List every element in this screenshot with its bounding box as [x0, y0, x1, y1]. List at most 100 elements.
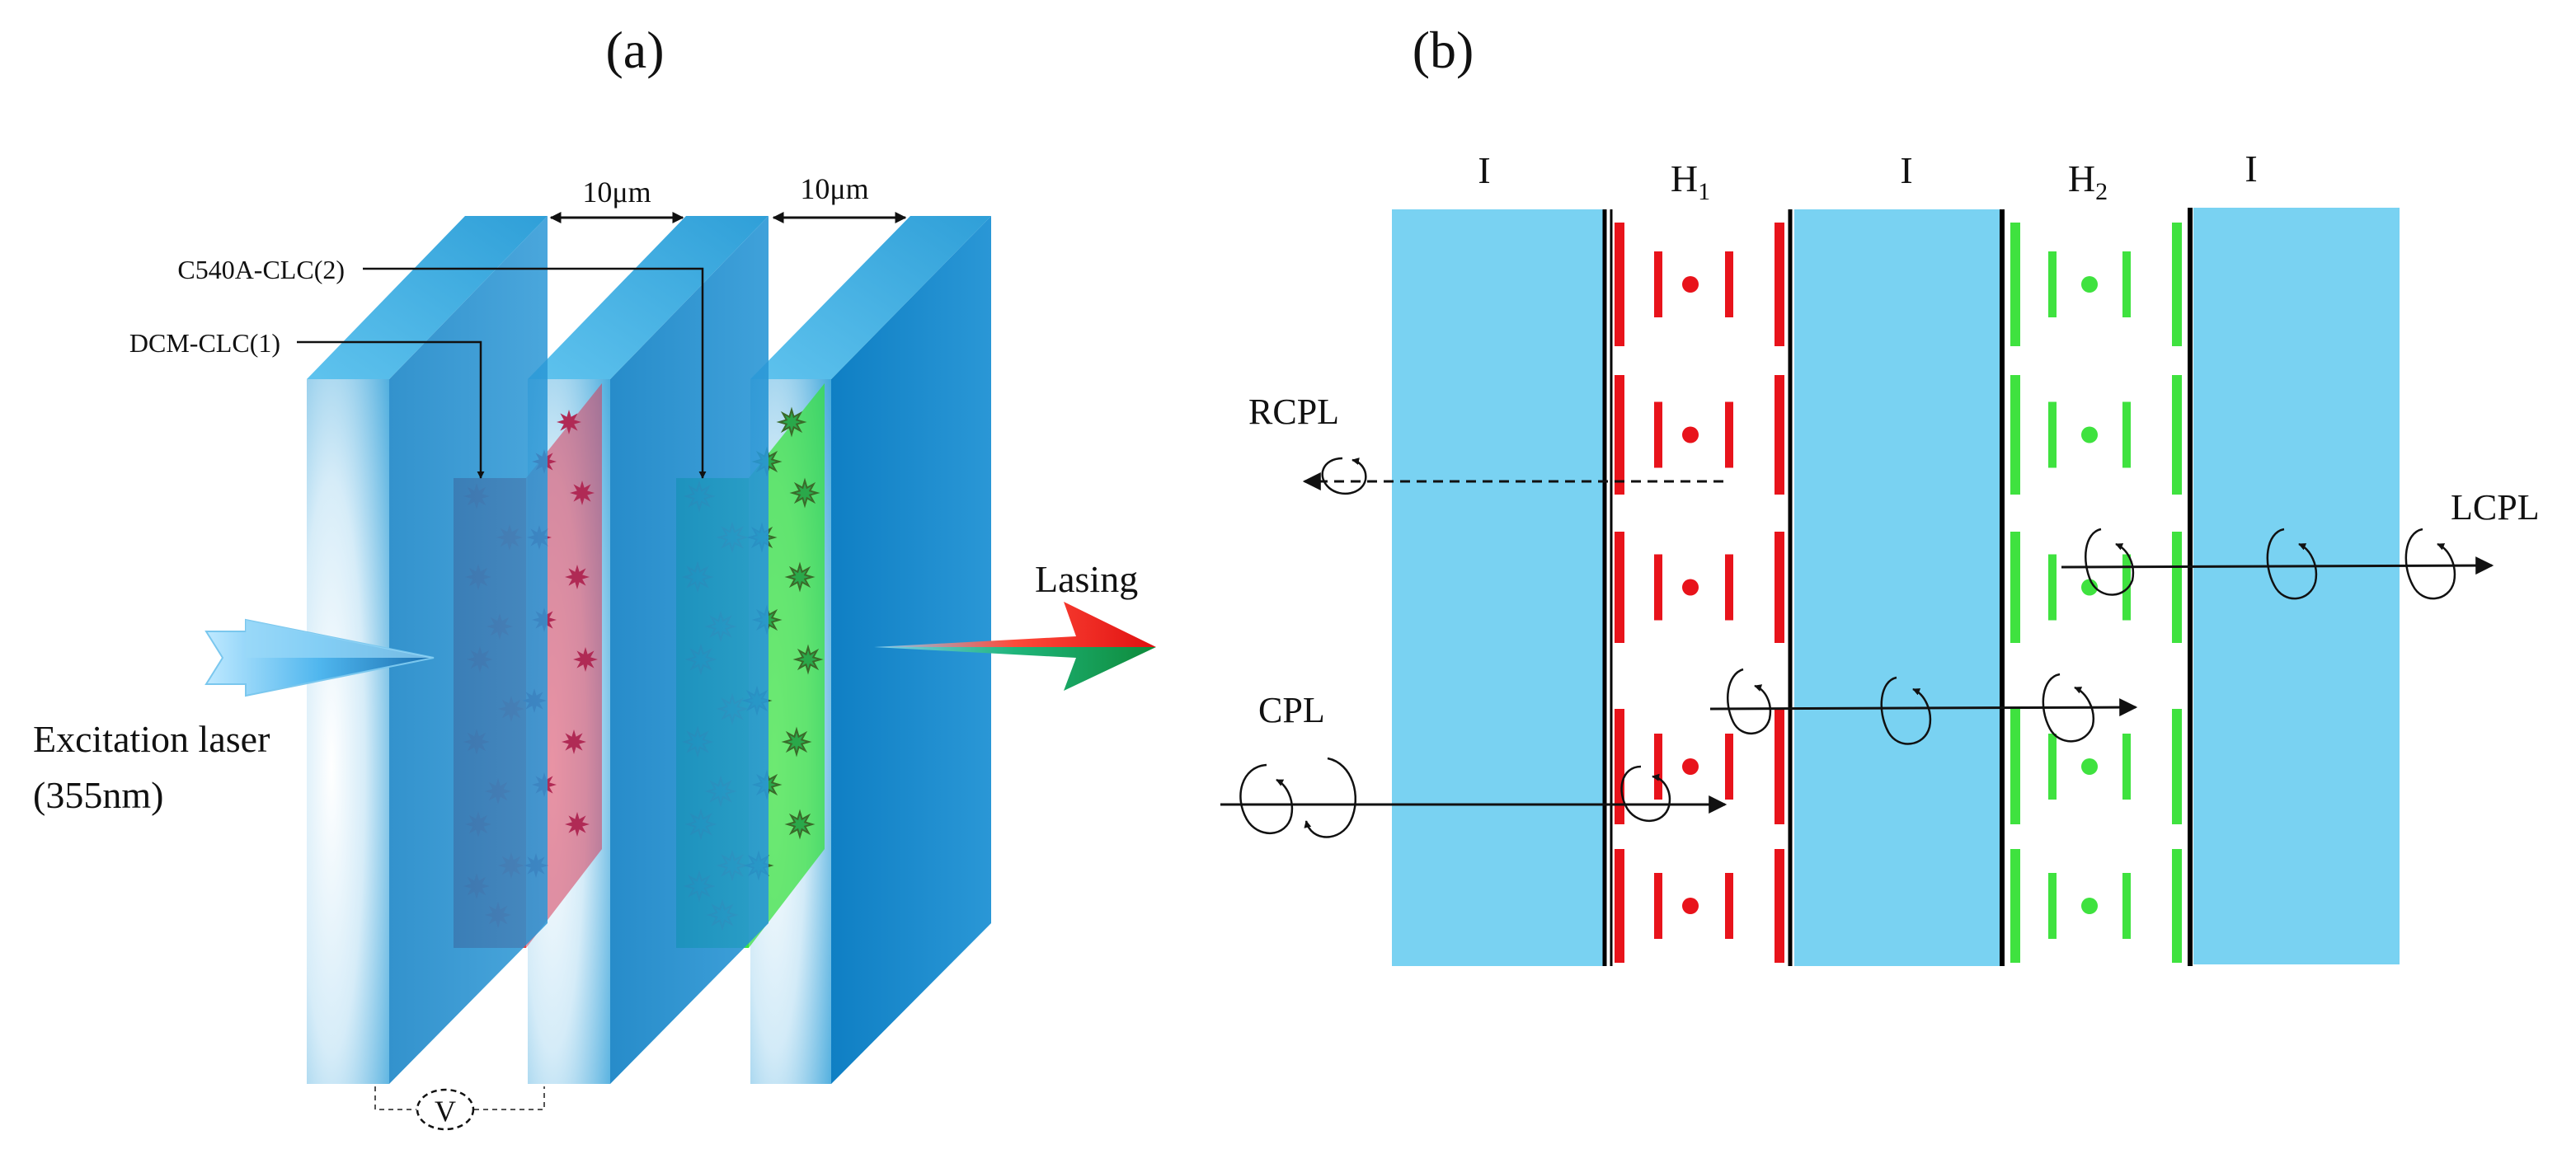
dye-star-icon [557, 410, 581, 434]
lc-molecule-bar [1654, 873, 1662, 939]
dye-star-icon [776, 406, 807, 438]
lc-molecule-dot [2081, 579, 2098, 596]
lc-molecule-dot [1682, 579, 1699, 596]
lc-molecule-bar [2122, 401, 2131, 468]
lc-molecule-bar [2048, 554, 2057, 621]
lc-molecule-bar [2172, 849, 2182, 963]
lc-molecule-bar [1615, 375, 1624, 495]
lc-molecule-bar [2172, 532, 2182, 643]
lasing-arrow [874, 602, 1156, 691]
excitation-wavelength: (355nm) [33, 774, 163, 816]
panel-b-label: (b) [1413, 21, 1474, 79]
lc-molecule-bar [2048, 873, 2057, 939]
voltmeter-icon [416, 1088, 475, 1131]
panel-a: (a) [33, 21, 1156, 1131]
lc-molecule-bar [2010, 375, 2020, 495]
layer1-label: DCM-CLC(1) [129, 328, 280, 358]
region-label-i-2: I [1900, 149, 1912, 191]
gap-label-1: 10μm [582, 176, 651, 209]
lc-molecule-bar [1725, 734, 1733, 800]
lcpl-beam: LCPL [2061, 487, 2540, 600]
lc-molecule-bar [2122, 251, 2131, 317]
dye-star-icon [562, 729, 586, 754]
lc-molecule-bar [2010, 709, 2020, 824]
lc-molecules-h2 [2010, 223, 2182, 963]
isotropic-block-3 [2193, 208, 2400, 964]
dye-star-icon [565, 812, 590, 837]
lcpl-label: LCPL [2451, 487, 2540, 528]
dye-star-icon [784, 809, 816, 840]
lc-molecule-bar [1654, 734, 1662, 800]
lc-molecule-bar [1725, 251, 1733, 317]
lc-molecule-bar [2122, 734, 2131, 800]
lc-molecule-bar [1615, 709, 1624, 824]
lc-molecule-bar [1654, 401, 1662, 468]
lc-molecule-bar [1615, 223, 1624, 346]
excitation-arrow [204, 618, 435, 697]
gap-label-2: 10μm [800, 172, 868, 205]
lc-molecule-bar [1725, 873, 1733, 939]
lc-molecule-dot [1682, 426, 1699, 443]
lc-molecule-bar [2010, 532, 2020, 643]
lc-molecule-bar [1615, 849, 1624, 963]
dye-star-icon [792, 644, 824, 675]
transmitted-beam [1709, 668, 2138, 745]
lc-molecule-dot [1682, 898, 1699, 914]
region-label-h1: H1 [1671, 157, 1710, 205]
dye-star-icon [565, 565, 590, 589]
glass-plate-1 [307, 216, 548, 1084]
lc-molecule-bar [1615, 532, 1624, 643]
lc-molecules-h1 [1615, 223, 1784, 963]
lc-molecule-dot [2081, 898, 2098, 914]
lc-molecule-bar [2172, 709, 2182, 824]
panel-b: (b) I H1 I H2 I RCPL CPL [1220, 21, 2540, 966]
panel-a-label: (a) [605, 21, 664, 79]
cpl-label: CPL [1258, 690, 1325, 730]
lc-molecule-bar [2048, 251, 2057, 317]
rcpl-beam: RCPL [1248, 392, 1723, 495]
lc-molecule-bar [1775, 709, 1784, 824]
lc-molecule-bar [2010, 223, 2020, 346]
lc-molecule-bar [2122, 873, 2131, 939]
rcpl-label: RCPL [1248, 392, 1339, 432]
dye-star-icon [784, 561, 816, 593]
region-label-h2: H2 [2068, 157, 2108, 205]
lc-molecule-bar [1654, 554, 1662, 621]
excitation-label: Excitation laser [33, 718, 270, 760]
voltage-source: V [374, 1086, 545, 1131]
region-label-i-3: I [2245, 148, 2257, 190]
dye-star-icon [789, 477, 820, 509]
voltage-label: V [435, 1095, 456, 1128]
lc-molecule-bar [2010, 849, 2020, 963]
dye-star-icon [570, 481, 595, 505]
region-label-i-1: I [1478, 149, 1490, 191]
lc-molecule-bar [2048, 401, 2057, 468]
gap-dimension-2: 10μm [772, 172, 907, 223]
lc-molecule-bar [2172, 375, 2182, 495]
leader-layer1: DCM-CLC(1) [129, 328, 485, 479]
cpl-beam: CPL [1220, 690, 1728, 838]
lc-molecule-dot [2081, 426, 2098, 443]
lc-molecule-bar [1775, 849, 1784, 963]
lc-molecule-bar [1725, 554, 1733, 621]
lc-molecule-dot [1682, 758, 1699, 775]
lc-molecule-bar [1654, 251, 1662, 317]
lc-molecule-dot [2081, 276, 2098, 293]
lc-molecule-bar [1775, 532, 1784, 643]
gap-dimension-1: 10μm [549, 176, 684, 223]
lc-molecule-bar [1725, 401, 1733, 468]
isotropic-block-2 [1794, 209, 2002, 966]
lc-molecule-bar [2048, 734, 2057, 800]
lc-molecule-dot [1682, 276, 1699, 293]
dye-star-icon [781, 726, 812, 758]
lc-molecule-bar [2172, 223, 2182, 346]
dye-star-icon [573, 647, 598, 672]
leader-layer2: C540A-CLC(2) [177, 255, 707, 479]
isotropic-block-1 [1392, 209, 1605, 966]
lasing-label: Lasing [1035, 558, 1138, 600]
lc-molecule-dot [2081, 758, 2098, 775]
lc-molecule-bar [1775, 375, 1784, 495]
lc-molecule-bar [2122, 554, 2131, 621]
lc-molecule-bar [1775, 223, 1784, 346]
